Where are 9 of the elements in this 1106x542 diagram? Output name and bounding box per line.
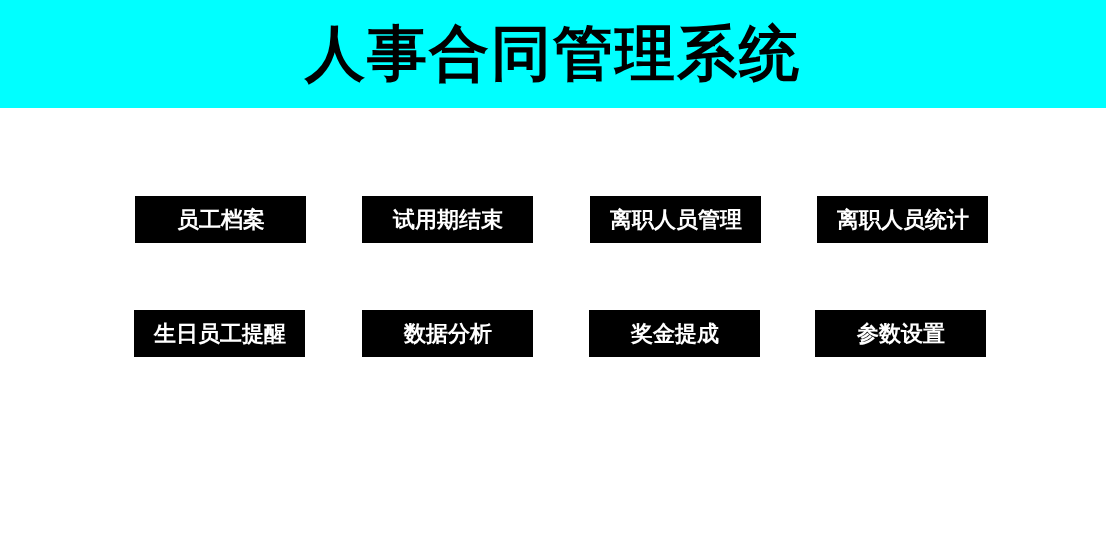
menu-button: 离职人员管理 — [590, 196, 761, 243]
menu-button: 参数设置 — [815, 310, 986, 357]
menu-button: 员工档案 — [135, 196, 306, 243]
menu-button: 生日员工提醒 — [134, 310, 305, 357]
title: 人事合同管理系统 — [305, 19, 801, 89]
menu-button: 数据分析 — [362, 310, 533, 357]
menu-button: 奖金提成 — [589, 310, 760, 357]
menu-button: 离职人员统计 — [817, 196, 988, 243]
menu-button: 试用期结束 — [362, 196, 533, 243]
